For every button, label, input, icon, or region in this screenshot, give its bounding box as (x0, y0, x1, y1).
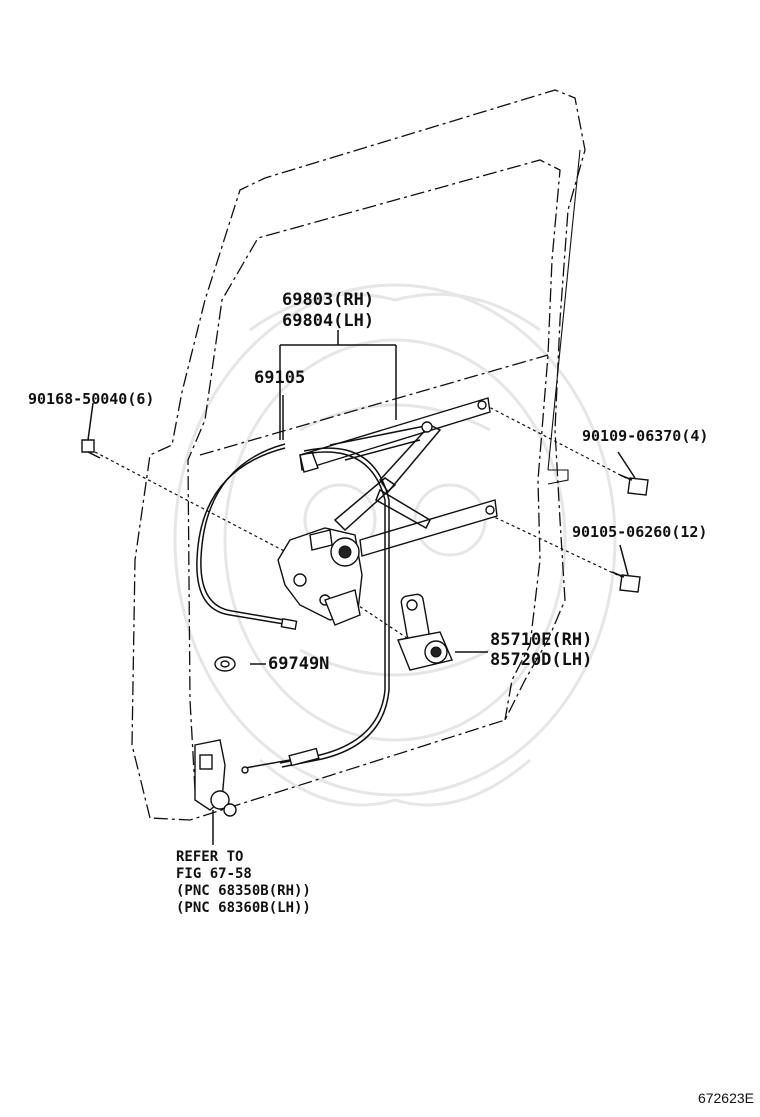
door-outline (131, 89, 586, 821)
label-motor-rh: 85710E(RH) (490, 630, 593, 650)
label-regulator-rh: 69803(RH) (282, 290, 375, 310)
label-regulator-lh: 69804(LH) (282, 311, 375, 331)
leader-lines (87, 330, 636, 845)
bolt-90105 (611, 571, 641, 593)
refer-line-3: (PNC 68350B(RH)) (176, 883, 311, 899)
label-motor-lh: 85720D(LH) (490, 650, 593, 670)
refer-line-2: FIG 67-58 (176, 866, 252, 882)
label-clip: 69749N (268, 654, 330, 674)
diagram-id: 672623E (697, 1090, 754, 1106)
installation-lines (94, 404, 631, 641)
label-bolt-6: 90168-50040(6) (28, 390, 155, 408)
clip-69749 (214, 656, 236, 672)
label-bolt-4: 90109-06370(4) (582, 427, 709, 445)
bolt-90109 (619, 474, 649, 496)
refer-line-1: REFER TO (176, 849, 244, 865)
label-cable: 69105 (254, 368, 306, 388)
door-lock-assembly (194, 739, 237, 817)
regulator-gear-bracket (277, 527, 363, 626)
bolt-90168 (81, 439, 101, 459)
window-motor (397, 593, 453, 671)
refer-line-4: (PNC 68360B(LH)) (176, 900, 311, 916)
label-bolt-12: 90105-06260(12) (572, 523, 708, 541)
refer-note: REFER TO FIG 67-58 (PNC 68350B(RH)) (PNC… (176, 849, 311, 917)
regulator-assembly (299, 397, 498, 557)
regulator-cable (196, 443, 390, 774)
